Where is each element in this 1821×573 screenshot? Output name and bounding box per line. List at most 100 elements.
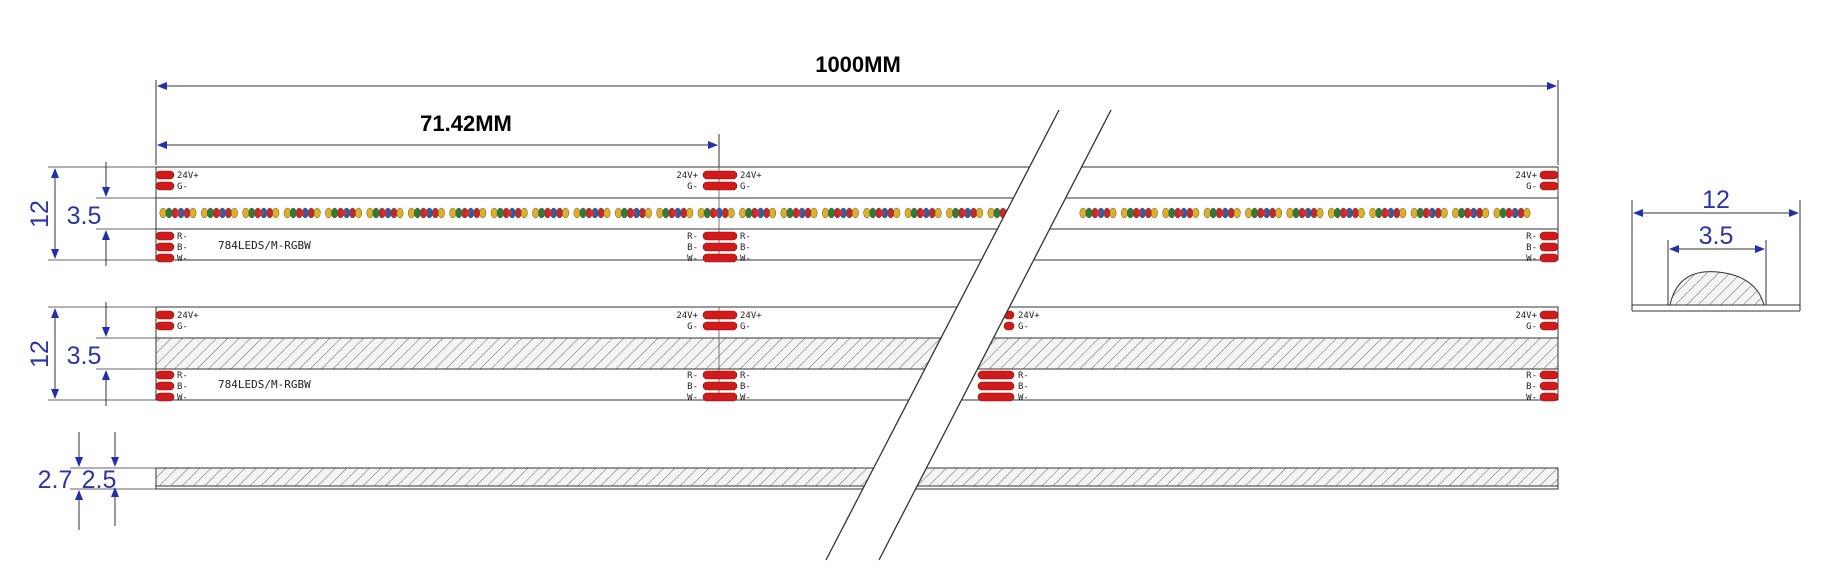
- profile-width-label: 12: [1702, 186, 1730, 214]
- pad-label: G-: [1526, 322, 1537, 332]
- led-chip: [159, 207, 197, 219]
- pad-label: R-: [687, 232, 698, 242]
- pad-label: 24V+: [676, 311, 698, 321]
- led-chip: [614, 207, 652, 219]
- solder-pad: [702, 231, 738, 241]
- solder-pad: [702, 181, 738, 191]
- solder-pad: [1003, 321, 1015, 331]
- solder-pad: [1539, 253, 1559, 263]
- pad-label: G-: [687, 322, 698, 332]
- led-chip: [656, 207, 694, 219]
- strip-top-view-leds: 24V+G-R-B-W-24V+G-24V+G-R-B-W-R-B-W-24V+…: [155, 166, 1559, 264]
- pad-label: R-: [177, 371, 188, 381]
- solder-pad: [155, 310, 175, 320]
- solder-pad: [1539, 170, 1559, 180]
- led-chip: [407, 207, 445, 219]
- pad-label: R-: [1018, 371, 1029, 381]
- solder-pad: [702, 242, 738, 252]
- led-chip: [946, 207, 984, 219]
- strip-width-label: 12: [26, 200, 54, 228]
- solder-pad: [155, 321, 175, 331]
- pad-label: B-: [1018, 382, 1029, 392]
- solder-pads: 24V+G-R-B-W-24V+G-24V+G-R-B-W-R-B-W-24V+…: [155, 310, 1559, 403]
- led-chip: [1162, 207, 1200, 219]
- solder-pad: [702, 253, 738, 263]
- pad-label: R-: [687, 371, 698, 381]
- led-width-label: 3.5: [67, 342, 102, 370]
- pad-label: B-: [177, 243, 188, 253]
- pad-label: G-: [177, 322, 188, 332]
- pad-label: W-: [177, 393, 188, 403]
- led-chip: [780, 207, 818, 219]
- profile-cross-section: 12 3.5: [1631, 186, 1801, 312]
- width-dimension-strip-1: 12 3.5: [26, 162, 156, 266]
- pad-label: 24V+: [177, 171, 199, 181]
- led-chip: [1203, 207, 1241, 219]
- solder-pad: [155, 370, 175, 380]
- led-chip: [490, 207, 528, 219]
- led-chip: [821, 207, 859, 219]
- strip-model-label: 784LEDS/M-RGBW: [218, 239, 311, 252]
- pad-label: 24V+: [740, 171, 762, 181]
- solder-pads: 24V+G-R-B-W-24V+G-24V+G-R-B-W-R-B-W-24V+…: [155, 170, 1559, 264]
- solder-pad: [702, 392, 738, 402]
- solder-pad: [155, 242, 175, 252]
- led-chip: [1245, 207, 1283, 219]
- solder-pad: [1539, 321, 1559, 331]
- pad-label: W-: [740, 393, 751, 403]
- led-chip: [1120, 207, 1158, 219]
- pad-label: W-: [687, 254, 698, 264]
- led-chip: [863, 207, 901, 219]
- solder-pad: [702, 370, 738, 380]
- led-chip: [1452, 207, 1490, 219]
- led-chip: [325, 207, 363, 219]
- strip-model-label: 784LEDS/M-RGBW: [218, 378, 311, 391]
- pad-label: R-: [177, 232, 188, 242]
- width-dimension-strip-2: 12 3.5: [26, 302, 156, 406]
- pad-label: W-: [740, 254, 751, 264]
- solder-pad: [155, 170, 175, 180]
- led-chip: [697, 207, 735, 219]
- cut-length-label: 71.42MM: [420, 111, 512, 136]
- thickness-dimension: 2.7 2.5: [38, 432, 156, 530]
- solder-pad: [155, 181, 175, 191]
- pad-label: W-: [1526, 254, 1537, 264]
- pad-label: G-: [687, 182, 698, 192]
- solder-pad: [1539, 392, 1559, 402]
- solder-pad: [702, 321, 738, 331]
- pad-label: 24V+: [1018, 311, 1040, 321]
- pad-label: 24V+: [1515, 171, 1537, 181]
- strip-side-view: [155, 467, 1559, 490]
- solder-pad: [1539, 381, 1559, 391]
- pad-label: B-: [1526, 243, 1537, 253]
- break-line-symbol: [825, 109, 1112, 561]
- overall-length-dimension: 1000MM: [155, 52, 1559, 165]
- led-row: [159, 207, 1531, 219]
- profile-led-width-label: 3.5: [1699, 222, 1734, 250]
- pad-label: B-: [687, 382, 698, 392]
- strip-width-label: 12: [26, 340, 54, 368]
- led-chip: [1369, 207, 1407, 219]
- solder-pad: [702, 170, 738, 180]
- solder-pad: [977, 370, 1015, 380]
- solder-pad: [1539, 242, 1559, 252]
- pad-label: B-: [740, 382, 751, 392]
- pad-label: W-: [1018, 393, 1029, 403]
- led-chip: [904, 207, 942, 219]
- pad-label: G-: [740, 182, 751, 192]
- solder-pad: [155, 392, 175, 402]
- pad-label: G-: [740, 322, 751, 332]
- led-width-label: 3.5: [67, 202, 102, 230]
- solder-pad: [702, 381, 738, 391]
- solder-pad: [977, 381, 1015, 391]
- led-chip: [1079, 207, 1117, 219]
- led-chip: [242, 207, 280, 219]
- strip-top-view-cob: 24V+G-R-B-W-24V+G-24V+G-R-B-W-R-B-W-24V+…: [155, 306, 1559, 403]
- led-chip: [283, 207, 321, 219]
- pad-label: W-: [1526, 393, 1537, 403]
- led-chip: [366, 207, 404, 219]
- led-chip: [449, 207, 487, 219]
- solder-pad: [1539, 231, 1559, 241]
- solder-pad: [155, 381, 175, 391]
